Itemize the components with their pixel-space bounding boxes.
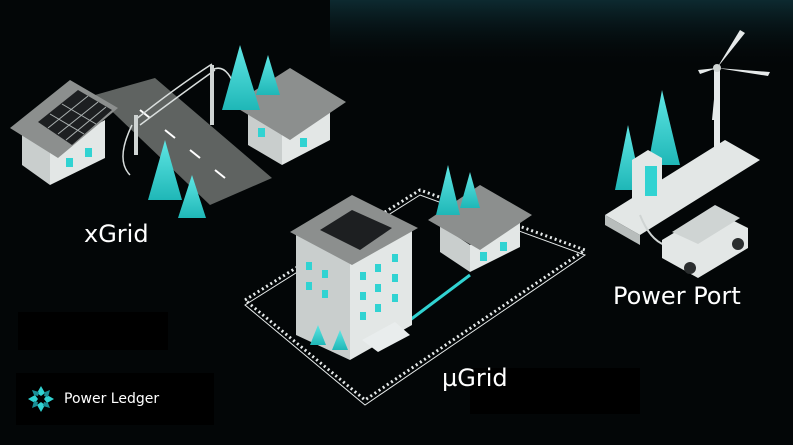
- house-with-solar: [10, 80, 118, 185]
- solar-panel: [38, 90, 112, 145]
- tree: [178, 175, 206, 218]
- xgrid-label: xGrid: [84, 220, 149, 248]
- ev-charger: [632, 150, 662, 220]
- apartment-building-with-solar: [290, 195, 418, 360]
- tree: [256, 55, 280, 95]
- logo-text: Power Ledger: [64, 391, 160, 407]
- entrance-steps: [362, 322, 410, 352]
- power-ledger-logo-icon: [28, 386, 54, 412]
- fence: [242, 188, 589, 402]
- cable: [409, 273, 471, 322]
- road: [95, 78, 272, 205]
- tree: [436, 165, 460, 215]
- house: [428, 185, 532, 272]
- redacted-box: [18, 312, 168, 350]
- tree: [460, 172, 480, 208]
- redacted-box: [470, 368, 640, 414]
- tree: [222, 45, 260, 110]
- background-glow: [330, 0, 793, 70]
- house: [232, 68, 346, 165]
- xgrid-scene: [10, 45, 346, 218]
- wind-turbine: [698, 30, 770, 150]
- electric-car: [662, 205, 748, 278]
- ugrid-scene: [242, 165, 589, 406]
- power-port-label: Power Port: [613, 282, 741, 310]
- power-pole: [210, 65, 214, 125]
- ugrid-label: µGrid: [442, 364, 508, 392]
- power-line: [139, 69, 216, 126]
- power-port-scene: [605, 30, 770, 278]
- tree: [148, 140, 182, 200]
- tree: [648, 90, 680, 165]
- power-pole: [134, 115, 138, 155]
- power-ledger-logo: Power Ledger: [16, 373, 214, 425]
- solar-panel: [320, 210, 392, 250]
